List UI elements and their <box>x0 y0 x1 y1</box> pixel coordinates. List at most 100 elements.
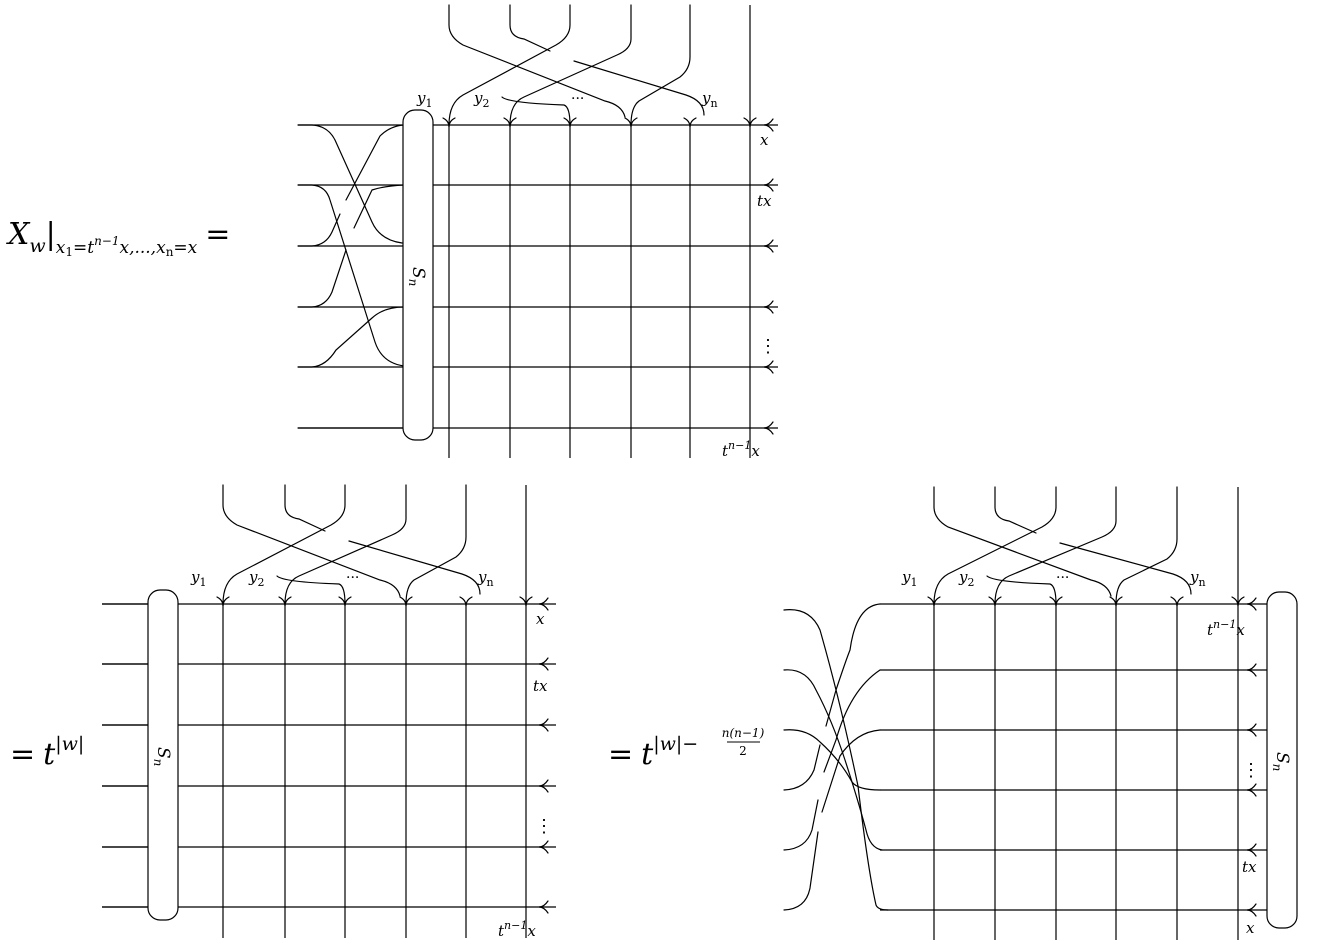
sn-box-label: Sn <box>151 747 173 766</box>
column-label: y2 <box>248 568 264 589</box>
column-label: yn <box>477 568 494 589</box>
right-equals: = <box>608 737 633 772</box>
left-arrow <box>763 360 774 374</box>
braid-strand <box>405 484 467 605</box>
lhs-eval-sub-n: n <box>166 245 174 259</box>
lhs-eval-t: t <box>87 238 94 258</box>
left-arrow <box>538 900 549 914</box>
lhs-bar: | <box>46 217 56 252</box>
braid-strand <box>222 484 401 597</box>
row-label: x <box>760 131 769 149</box>
braid-strand <box>448 4 626 118</box>
mid-equation: =t|w| <box>10 733 84 772</box>
left-arrow <box>538 597 549 611</box>
braid-strand <box>509 4 632 126</box>
sn-box-label: Sn <box>406 267 428 286</box>
braid-strand <box>630 4 691 126</box>
right-t: t <box>641 737 654 772</box>
mid-exponent: |w| <box>55 733 84 755</box>
down-arrow <box>743 117 757 128</box>
down-arrow <box>988 596 1002 607</box>
perm-strand <box>783 799 819 851</box>
braid-strand <box>509 4 551 52</box>
mid-equals: = <box>10 737 35 772</box>
down-arrow <box>927 596 941 607</box>
lhs-eval-eq: = <box>73 238 87 258</box>
row-label: tx <box>533 677 548 695</box>
right-equation: =t|w|− n(n−1) 2 <box>608 726 765 772</box>
left-arrow <box>1246 663 1257 677</box>
row-label: x <box>536 610 545 628</box>
left-arrow <box>763 421 774 435</box>
down-arrow <box>683 117 697 128</box>
left-arrow <box>538 718 549 732</box>
down-arrow <box>1049 596 1063 607</box>
down-arrow <box>1109 596 1123 607</box>
sn-box <box>402 109 434 441</box>
braid-cap <box>501 96 571 126</box>
column-label: y1 <box>901 568 917 589</box>
column-label: y2 <box>473 89 489 110</box>
down-arrow <box>519 596 533 607</box>
down-arrow <box>278 596 292 607</box>
row-label-first: tn−1x <box>1207 618 1245 639</box>
left-arrow <box>1246 597 1257 611</box>
left-arrow <box>1246 843 1257 857</box>
perm-strand <box>297 306 405 368</box>
braid-strand <box>994 486 1117 605</box>
perm-strand <box>825 603 881 727</box>
braid-strand <box>933 486 1057 605</box>
lhs-eval-var: x <box>56 238 66 258</box>
column-label-ellipsis: ··· <box>571 91 584 107</box>
column-label: y2 <box>958 568 974 589</box>
lhs-equals: = <box>205 217 230 252</box>
perm-strand <box>783 831 819 911</box>
braid-strand <box>448 4 571 126</box>
braid-strand <box>284 484 326 532</box>
perm-strand <box>823 669 881 773</box>
row-label: tx <box>1242 858 1257 876</box>
down-arrow <box>563 117 577 128</box>
left-arrow <box>1246 903 1257 917</box>
perm-strand <box>783 744 821 791</box>
lhs-eval-rest: x,...,x <box>119 238 166 258</box>
braid-strand <box>222 484 346 605</box>
down-arrow <box>442 117 456 128</box>
braid-strand <box>348 540 481 595</box>
left-arrow <box>538 840 549 854</box>
left-arrow <box>1246 723 1257 737</box>
perm-strand <box>297 184 405 367</box>
perm-strand <box>783 609 889 911</box>
lhs-eval-end: =x <box>173 238 197 258</box>
column-label: y1 <box>190 568 206 589</box>
down-arrow <box>1231 596 1245 607</box>
perm-strand <box>353 184 405 229</box>
perm-strand <box>783 669 883 851</box>
sn-box <box>1266 591 1298 929</box>
column-label-ellipsis: ··· <box>346 570 359 586</box>
lhs-eval-sub: 1 <box>65 245 73 259</box>
row-label: x <box>1246 919 1255 937</box>
braid-strand <box>284 484 407 605</box>
left-arrow <box>538 779 549 793</box>
left-arrow <box>763 178 774 192</box>
column-label: yn <box>701 89 718 110</box>
row-label-last: tn−1x <box>498 919 536 940</box>
down-arrow <box>459 596 473 607</box>
row-label: tx <box>757 192 772 210</box>
column-label: y1 <box>416 89 432 110</box>
right-exp-prefix: |w|− <box>653 733 698 755</box>
right-frac-denominator: 2 <box>739 744 747 758</box>
down-arrow <box>624 117 638 128</box>
down-arrow <box>338 596 352 607</box>
braid-strand <box>933 486 1112 597</box>
left-arrow <box>1246 783 1257 797</box>
sn-box <box>147 589 179 921</box>
lhs-eval-exp: n−1 <box>94 234 119 248</box>
mid-t: t <box>43 737 56 772</box>
left-arrow <box>763 300 774 314</box>
down-arrow <box>503 117 517 128</box>
